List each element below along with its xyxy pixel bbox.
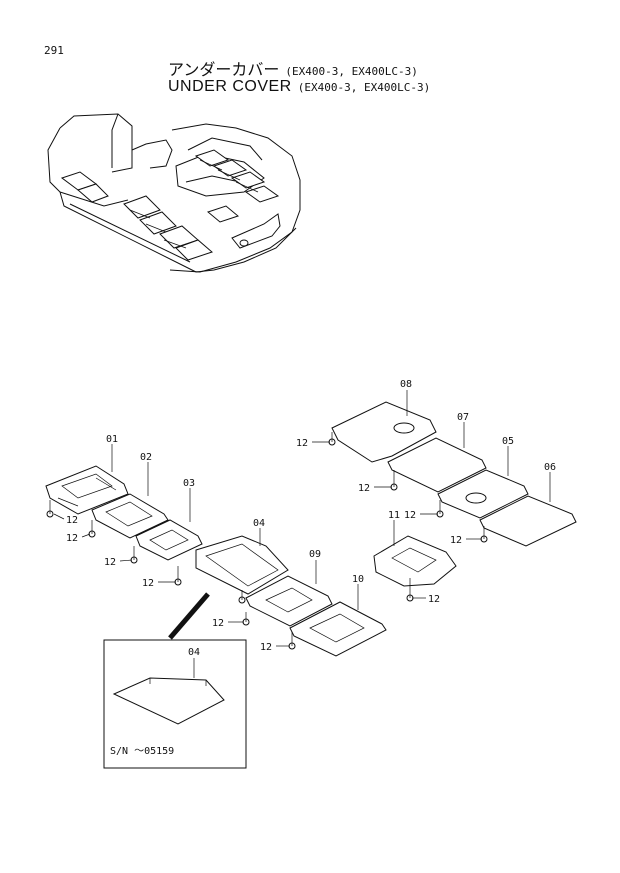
title-english: UNDER COVER (EX400-3, EX400LC-3) [168, 78, 430, 96]
title-japanese: アンダーカバー (EX400-3, EX400LC-3) [168, 56, 418, 80]
label-bolt-12: 12 [104, 557, 116, 568]
label-bolt-12: 12 [404, 510, 416, 521]
label-part-10: 10 [352, 574, 364, 585]
part-01-cover [45, 465, 129, 515]
label-part-05: 05 [502, 436, 514, 447]
label-bolt-12: 12 [428, 594, 440, 605]
part-04-cover [195, 535, 289, 595]
label-part-07: 07 [457, 412, 469, 423]
part-09-cover [245, 575, 333, 627]
title-jp-text: アンダーカバー [168, 60, 280, 79]
part-08-cover [331, 401, 437, 463]
part-labels: 01 02 03 04 09 10 08 07 05 06 11 12 12 1… [66, 379, 556, 653]
inset-box: 04 S/N ～05159 [103, 639, 247, 769]
part-11-cover [373, 535, 457, 587]
label-part-01: 01 [106, 434, 118, 445]
title-en-text: UNDER COVER [168, 78, 292, 95]
inset-part-label: 04 [188, 647, 200, 658]
label-part-11: 11 [388, 510, 400, 521]
part-05-cover [437, 469, 529, 519]
part-03-cover [135, 519, 203, 561]
label-part-06: 06 [544, 462, 556, 473]
model-note-en: (EX400-3, EX400LC-3) [297, 81, 431, 94]
part-07-cover [387, 437, 487, 493]
part-10-cover [289, 601, 387, 657]
inset-serial-note: S/N ～05159 [110, 746, 174, 757]
label-part-04: 04 [253, 518, 265, 529]
page-number: 291 [44, 44, 64, 57]
label-bolt-12: 12 [450, 535, 462, 546]
label-bolt-12: 12 [66, 515, 78, 526]
label-part-09: 09 [309, 549, 321, 560]
label-bolt-12: 12 [358, 483, 370, 494]
label-bolt-12: 12 [260, 642, 272, 653]
label-bolt-12: 12 [212, 618, 224, 629]
label-part-02: 02 [140, 452, 152, 463]
label-bolt-12: 12 [66, 533, 78, 544]
model-note-jp: (EX400-3, EX400LC-3) [285, 65, 418, 78]
label-part-08: 08 [400, 379, 412, 390]
machine-overview [47, 113, 301, 273]
label-part-03: 03 [183, 478, 195, 489]
label-bolt-12: 12 [296, 438, 308, 449]
label-bolt-12: 12 [142, 578, 154, 589]
part-02-cover [91, 493, 169, 539]
leader-lines [49, 390, 551, 647]
